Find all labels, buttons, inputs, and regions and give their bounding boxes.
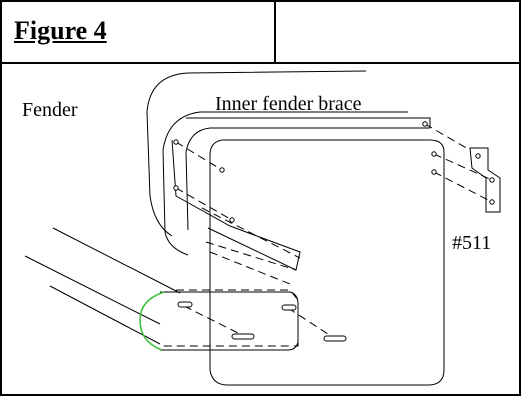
mount-cylinder	[160, 291, 299, 351]
side-brace	[171, 139, 301, 271]
cylinder-end-highlight	[139, 291, 165, 351]
figure-title: Figure 4	[14, 16, 107, 45]
brace-top-edge	[186, 117, 431, 128]
rail-top	[52, 227, 181, 294]
rail-mid	[24, 255, 161, 325]
fender-inner-curve	[185, 127, 430, 231]
diagram-lines	[24, 70, 501, 386]
fastener-guides	[160, 123, 493, 347]
slot-holes	[177, 301, 347, 342]
label-inner-fender-brace: Inner fender brace	[215, 93, 362, 115]
rail-low	[49, 285, 161, 345]
label-part-number: #511	[452, 232, 492, 254]
bracket-511	[469, 147, 501, 213]
fender-middle-curve	[162, 111, 408, 256]
fender-panel	[209, 139, 445, 386]
fender-outer-curve	[146, 70, 367, 237]
label-fender: Fender	[22, 99, 78, 121]
bolt-holes	[173, 121, 495, 223]
